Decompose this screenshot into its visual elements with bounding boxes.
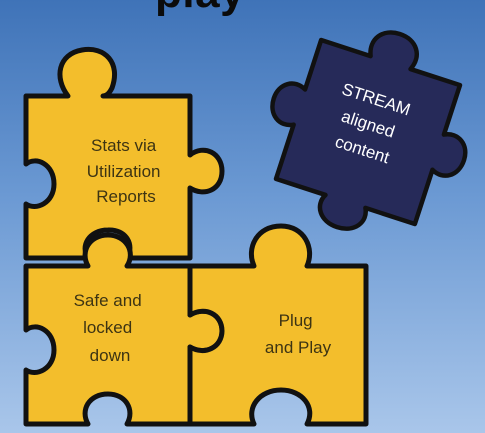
stats-label-line-1: Stats via	[91, 136, 157, 155]
safe-label-line-1: Safe and	[74, 291, 142, 310]
stream-piece-shape	[270, 30, 468, 231]
safe-label-line-3: down	[90, 346, 131, 365]
plug-label-line-2: and Play	[265, 338, 332, 357]
stats-label-line-2: Utilization	[87, 162, 161, 181]
stream-puzzle-piece: STREAM aligned content	[270, 30, 468, 231]
stats-piece-label: Stats via Utilization Reports	[87, 136, 165, 206]
stats-puzzle-piece: Stats via Utilization Reports	[23, 46, 225, 261]
safe-label-line-2: locked	[83, 318, 132, 337]
plug-label-line-1: Plug	[279, 311, 313, 330]
safe-piece-label: Safe and locked down	[74, 291, 147, 365]
plug-piece-shape	[187, 223, 369, 427]
slide-title-fragment: play	[155, 0, 245, 18]
stats-piece-shape	[23, 46, 225, 261]
stats-label-line-3: Reports	[96, 187, 156, 206]
plug-puzzle-piece: Plug and Play	[187, 223, 369, 427]
plug-piece-label: Plug and Play	[265, 311, 332, 357]
